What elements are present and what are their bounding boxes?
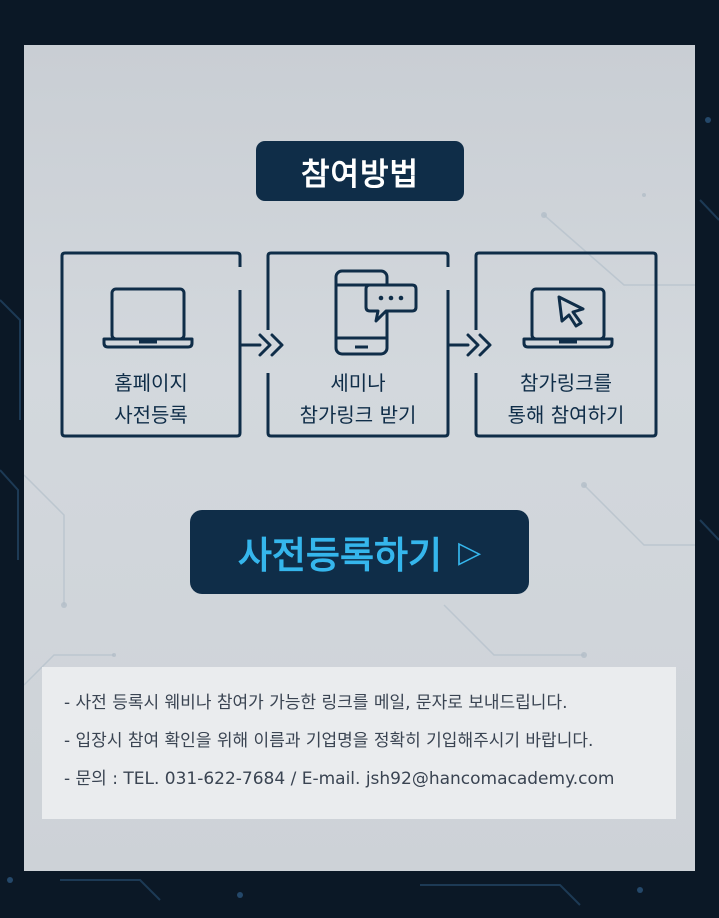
section-title: 참여방법 — [256, 141, 464, 201]
step-box-3 — [474, 251, 658, 438]
notice-box: - 사전 등록시 웨비나 참여가 가능한 링크를 메일, 문자로 보내드립니다.… — [42, 667, 676, 819]
contact-line: - 문의 : TEL. 031-622-7684 / E-mail. jsh92… — [64, 769, 615, 789]
step-2-label: 세미나 참가링크 받기 — [268, 367, 448, 431]
notice-line-1: - 사전 등록시 웨비나 참여가 가능한 링크를 메일, 문자로 보내드립니다. — [64, 693, 568, 713]
notice-line-2: - 입장시 참여 확인을 위해 이름과 기업명을 정확히 기입해주시기 바랍니다… — [64, 731, 594, 751]
step-2-line-1: 세미나 — [330, 371, 386, 395]
step-1-line-2: 사전등록 — [114, 403, 188, 427]
step-1-line-1: 홈페이지 — [114, 371, 188, 395]
play-arrow-icon: ▷ — [458, 534, 482, 570]
smartphone-chat-icon — [334, 269, 418, 356]
chevron-right-icon — [258, 333, 272, 357]
steps-diagram — [60, 251, 658, 438]
pre-register-button[interactable]: 사전등록하기 ▷ — [190, 510, 529, 594]
circuit-pattern — [24, 193, 695, 686]
step-1-label: 홈페이지 사전등록 — [61, 367, 241, 431]
chevron-right-icon — [466, 333, 480, 357]
laptop-icon — [102, 287, 194, 349]
pre-register-label: 사전등록하기 — [237, 534, 443, 577]
step-2-line-2: 참가링크 받기 — [299, 403, 417, 427]
step-3-label: 참가링크를 통해 참여하기 — [476, 367, 656, 431]
content-panel: 참여방법 — [24, 45, 695, 871]
step-box-1 — [60, 251, 242, 438]
step-3-line-2: 통해 참여하기 — [507, 403, 625, 427]
chevron-right-icon — [478, 333, 492, 357]
laptop-cursor-icon — [522, 287, 614, 349]
step-3-line-1: 참가링크를 — [520, 371, 612, 395]
chevron-right-icon — [270, 333, 284, 357]
step-box-2 — [266, 251, 450, 438]
